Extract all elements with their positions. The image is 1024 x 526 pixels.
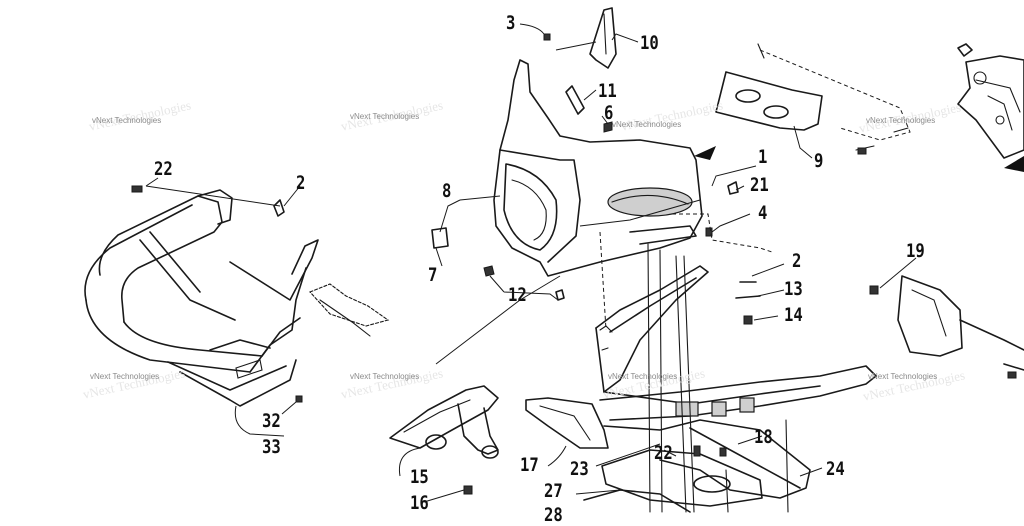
part-9-plate — [715, 71, 823, 131]
parts-diagram: vNext Technologies vNext Technologies vN… — [81, 7, 1024, 525]
watermark: vNext Technologies — [92, 116, 162, 125]
callout-14: 14 — [784, 304, 803, 326]
callout-9: 9 — [814, 150, 824, 172]
callout-22-left: 22 — [154, 158, 173, 180]
part-10-bracket — [589, 7, 617, 69]
callout-18: 18 — [754, 426, 773, 448]
callout-2-right: 2 — [792, 250, 802, 272]
front-nose-panel — [493, 59, 703, 277]
callout-1: 1 — [758, 146, 768, 168]
watermark: vNext Technologies — [350, 372, 420, 381]
watermark: vNext Technologies — [90, 372, 160, 381]
watermark: vNext Technologies — [608, 372, 678, 381]
callout-32: 32 — [262, 410, 281, 432]
diagram-drawing — [84, 7, 1024, 513]
watermark: vNext Technologies — [350, 112, 420, 121]
part-11-pin — [565, 85, 585, 115]
callout-11: 11 — [598, 80, 617, 102]
callout-24: 24 — [826, 458, 845, 480]
callout-7: 7 — [428, 264, 438, 286]
callout-10: 10 — [640, 32, 659, 54]
callout-2-left: 2 — [296, 172, 306, 194]
callout-19: 19 — [906, 240, 925, 262]
callout-22-lower: 22 — [654, 442, 673, 464]
watermark: vNext Technologies — [868, 372, 938, 381]
direction-arrow — [694, 146, 716, 160]
callout-28: 28 — [544, 504, 563, 526]
leader-lines — [145, 23, 917, 503]
steering-column-bracket — [957, 55, 1024, 159]
callout-33: 33 — [262, 436, 281, 458]
callout-23: 23 — [570, 458, 589, 480]
callout-12: 12 — [508, 284, 527, 306]
callout-13: 13 — [784, 278, 803, 300]
steering-support — [389, 385, 499, 459]
callout-15: 15 — [410, 466, 429, 488]
front-bumper — [84, 189, 390, 407]
callout-17: 17 — [520, 454, 539, 476]
callout-16: 16 — [410, 492, 429, 514]
lower-plate — [583, 449, 763, 513]
callout-8: 8 — [442, 180, 452, 202]
hidden-bracket-outline — [759, 49, 911, 141]
direction-arrow — [1004, 156, 1024, 172]
callout-27: 27 — [544, 480, 563, 502]
callout-3: 3 — [506, 12, 516, 34]
main-frame — [525, 265, 877, 499]
callout-6: 6 — [604, 102, 614, 124]
callout-4: 4 — [758, 202, 768, 224]
watermark: vNext Technologies — [866, 116, 936, 125]
right-side-mount — [897, 275, 1024, 371]
watermark: vNext Technologies — [612, 120, 682, 129]
callout-21: 21 — [750, 174, 769, 196]
